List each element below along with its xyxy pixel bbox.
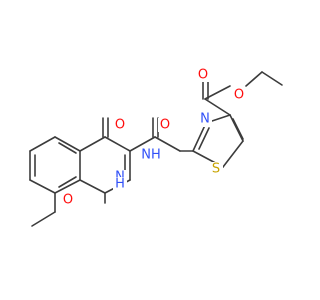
bond-pyr-2 — [104, 136, 131, 152]
atom-label-amide-o: O — [160, 118, 170, 133]
bond-benzo-double-2 — [58, 142, 77, 154]
atom-ring-hydrogen: H — [113, 177, 127, 192]
bond-pyr-5 — [79, 179, 106, 194]
atom-ester-oxygen: O — [232, 88, 246, 103]
bond-benzo-5 — [54, 136, 81, 152]
atom-label-thiazole-n: N — [200, 112, 210, 127]
bond-thz-double-2 — [232, 118, 244, 140]
atom-methoxy-oxygen: O — [61, 193, 75, 208]
bond-thz-3 — [229, 114, 244, 142]
bond-amide-c — [129, 136, 156, 152]
atom-label-ketone-o: O — [115, 118, 125, 133]
bond-ester-ch2 — [245, 71, 263, 87]
bond-ester-ch3 — [261, 71, 283, 86]
atom-label-layer: O O NH N H O N S — [61, 68, 246, 208]
bond-amide-cn — [154, 136, 181, 152]
bond-ester-o — [204, 85, 231, 100]
atom-label-thiazole-s: S — [212, 162, 220, 177]
bond-benzo-2 — [29, 179, 56, 194]
bond-thz-1 — [192, 122, 207, 152]
atom-label-ester-o: O — [234, 88, 244, 103]
bond-thz-double-1 — [198, 127, 210, 150]
atom-ketone-oxygen: O — [113, 118, 127, 133]
atom-label-ester-carbonyl-o: O — [198, 68, 208, 83]
bond-benzo-6 — [29, 136, 56, 152]
atom-thiazole-nitrogen: N — [198, 112, 212, 127]
bond-thz-4 — [222, 140, 244, 168]
atom-amide-nh: NH — [140, 148, 162, 163]
structure-diagram: O O NH N H O N S — [29, 68, 283, 227]
atom-label-amide-nh: NH — [141, 148, 161, 163]
atom-ester-carbonyl-oxygen: O — [196, 68, 210, 83]
bond-methoxy-2 — [31, 211, 56, 227]
atom-thiazole-sulfur: S — [209, 162, 223, 177]
bond-benzo-double-3 — [58, 176, 77, 188]
bond-ester-1 — [204, 98, 231, 116]
atom-label-ring-h: H — [115, 177, 125, 192]
atom-label-methoxy-o: O — [63, 193, 73, 208]
bond-benzo-3 — [54, 179, 81, 194]
atom-amide-oxygen: O — [158, 118, 172, 133]
bond-pyr-1 — [79, 136, 106, 152]
